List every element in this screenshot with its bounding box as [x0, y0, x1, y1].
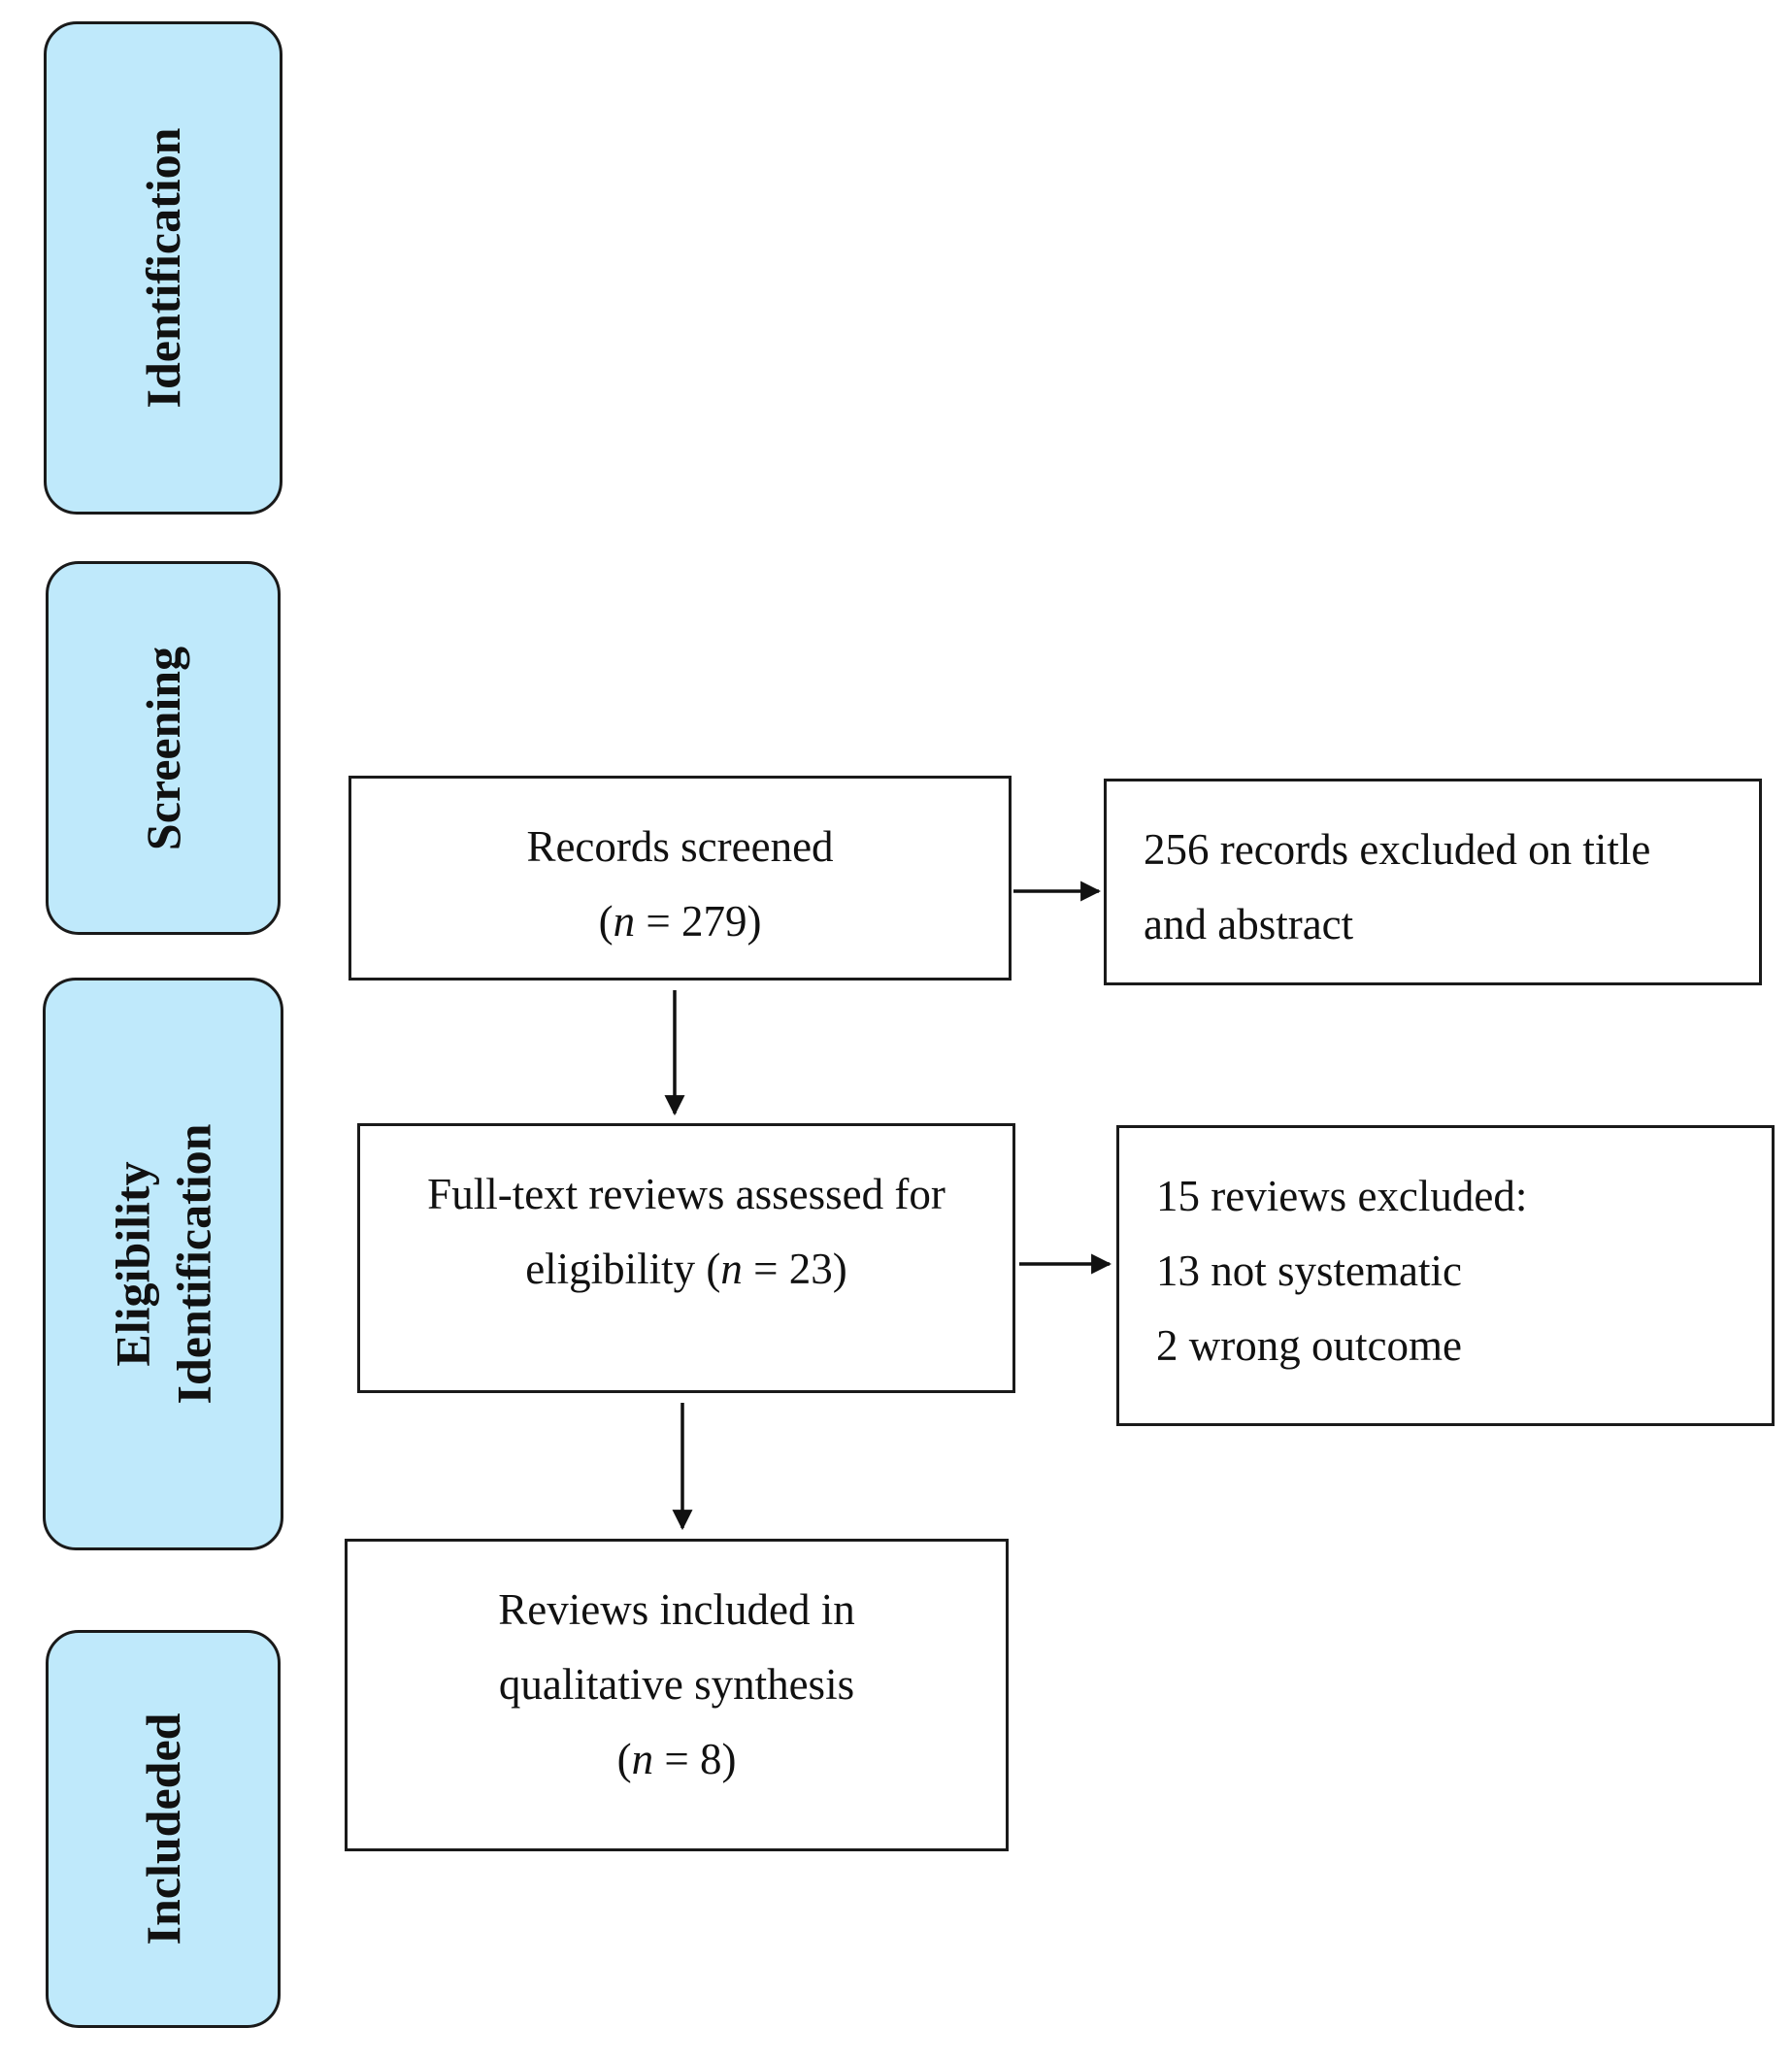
- stage-screening: Screening: [46, 561, 281, 935]
- records-excluded-box: 256 records excluded on title and abstra…: [1104, 779, 1762, 985]
- stage-identification: Identification: [44, 21, 282, 515]
- reviews-excluded-box: 15 reviews excluded: 13 not systematic 2…: [1116, 1125, 1775, 1426]
- records-screened-box: Records screened (n = 279): [348, 776, 1012, 981]
- full-text-box: Full-text reviews assessed for eligibili…: [357, 1123, 1015, 1393]
- included-box: Reviews included in qualitative synthesi…: [345, 1539, 1009, 1851]
- stage-eligibility: Eligibility Identification: [43, 978, 283, 1550]
- stage-included: Includeded: [46, 1630, 281, 2028]
